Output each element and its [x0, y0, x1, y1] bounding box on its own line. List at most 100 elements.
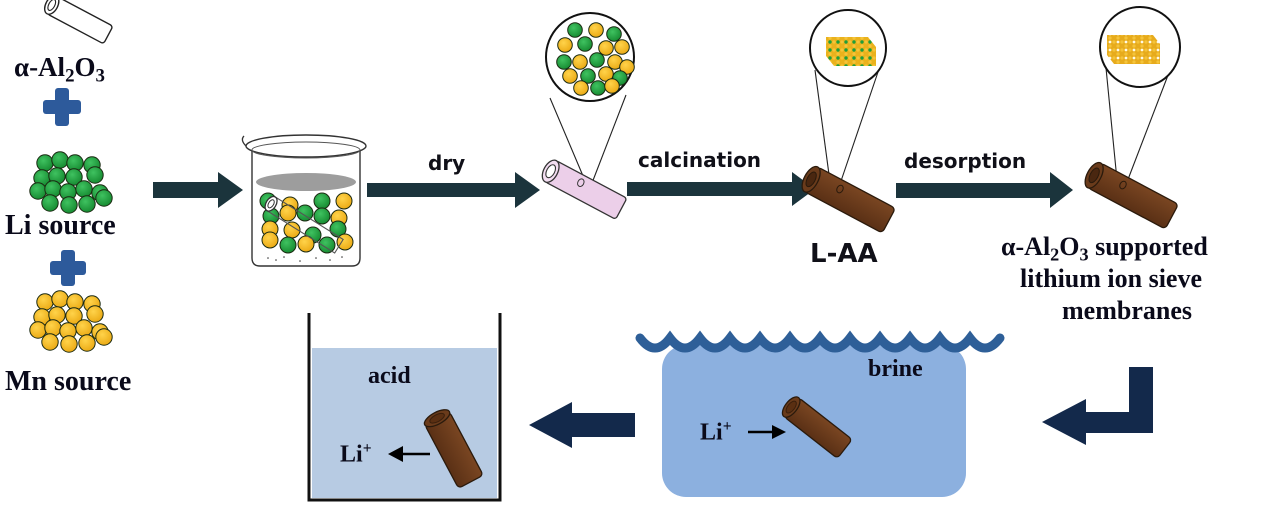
- particle: [604, 78, 620, 94]
- laa-label: L-AA: [810, 239, 878, 269]
- plus-icon: [43, 88, 81, 126]
- brine-label: brine: [868, 356, 923, 382]
- membrane-label-line1: α-Al2O3 supported: [1001, 232, 1208, 265]
- particle: [614, 39, 630, 55]
- particle: [318, 236, 336, 254]
- acid-label: acid: [368, 363, 411, 389]
- arrow-to-acid-icon: [529, 402, 635, 448]
- particle: [619, 59, 635, 75]
- li-in-arrow-icon: [748, 425, 786, 439]
- particle: [36, 154, 54, 172]
- particle: [75, 319, 93, 337]
- alumina-label-prefix: α-Al: [14, 52, 66, 82]
- alumina-label-sub1: 2: [65, 65, 75, 87]
- calcination-arrow-icon: [627, 172, 815, 206]
- particle: [598, 40, 614, 56]
- membrane-label-suffix: supported: [1088, 232, 1208, 261]
- particle: [606, 26, 622, 42]
- mn-source-particles-icon: [29, 290, 113, 353]
- submerged-tube-icon: [264, 195, 344, 254]
- step-label-calcination: calcination: [638, 148, 761, 172]
- plus-icon: [50, 250, 86, 286]
- membrane-label-mid: O: [1059, 232, 1080, 261]
- brine-tube-icon: [781, 396, 852, 458]
- mn-source-label: Mn source: [5, 366, 132, 397]
- particle: [65, 168, 83, 186]
- zoom-lines: [1105, 67, 1171, 183]
- acid-li-ion-charge: +: [362, 440, 372, 457]
- li-out-arrow-icon: [388, 446, 430, 462]
- brine-li-ion-label: Li+: [700, 418, 732, 447]
- laa-tube-icon: [801, 165, 895, 233]
- membrane-label-prefix: α-Al: [1001, 232, 1051, 261]
- alumina-label-mid: O: [74, 52, 96, 82]
- acid-li-ion-symbol: Li: [340, 441, 363, 468]
- membrane-tube-icon: [1084, 161, 1178, 229]
- particle: [95, 328, 113, 346]
- particle: [557, 37, 573, 53]
- arrow-to-beaker-icon: [153, 172, 243, 208]
- return-arrow-icon: [1042, 367, 1153, 445]
- particle: [36, 293, 54, 311]
- zoom-lines: [549, 94, 627, 184]
- particle: [297, 235, 315, 253]
- membrane-label-line3: membranes: [1062, 296, 1192, 325]
- laa-zoom-circle-icon: [809, 9, 887, 87]
- particle: [78, 195, 96, 213]
- alumina-tube-icon: [43, 0, 113, 44]
- pink-tube-icon: [541, 159, 627, 219]
- particle: [60, 335, 78, 353]
- particle: [51, 290, 69, 308]
- particle: [573, 80, 589, 96]
- particle: [313, 192, 331, 210]
- particle: [261, 231, 279, 249]
- membrane-label-line2: lithium ion sieve: [1020, 264, 1203, 293]
- particle: [336, 233, 354, 251]
- particle: [41, 194, 59, 212]
- beaker-icon: [241, 134, 367, 267]
- zoom-lines: [814, 69, 879, 185]
- particle: [29, 182, 47, 200]
- particle: [335, 192, 353, 210]
- particle: [29, 321, 47, 339]
- particle: [60, 196, 78, 214]
- membrane-label-sub1: 2: [1050, 244, 1060, 265]
- particle: [95, 189, 113, 207]
- particle: [556, 54, 572, 70]
- brine-li-ion-symbol: Li: [700, 419, 723, 446]
- step-label-dry: dry: [428, 151, 465, 175]
- li-source-label: Li source: [5, 210, 116, 241]
- particle: [577, 36, 593, 52]
- alumina-label: α-Al2O3: [14, 52, 105, 88]
- alumina-label-sub2: 3: [95, 65, 105, 87]
- particle: [590, 80, 606, 96]
- acid-li-ion-label: Li+: [340, 440, 372, 469]
- particle: [44, 180, 62, 198]
- precursor-zoom-circle-icon: [545, 12, 635, 102]
- particle: [313, 207, 331, 225]
- membrane-label-sub2: 3: [1079, 244, 1089, 265]
- membrane-zoom-circle-icon: [1099, 6, 1181, 88]
- acid-tube-icon: [423, 409, 483, 488]
- step-label-desorption: desorption: [904, 149, 1026, 173]
- particle: [580, 68, 596, 84]
- particle: [572, 54, 588, 70]
- particle: [562, 68, 578, 84]
- brine-wave-icon: [635, 330, 1005, 353]
- desorption-arrow-icon: [896, 172, 1073, 208]
- particle: [51, 151, 69, 169]
- particle: [279, 204, 297, 222]
- particle: [589, 52, 605, 68]
- particle: [567, 22, 583, 38]
- li-source-particles-icon: [29, 151, 113, 214]
- particle: [588, 22, 604, 38]
- particle: [41, 333, 59, 351]
- particle: [86, 166, 104, 184]
- particle: [75, 180, 93, 198]
- particle: [279, 236, 297, 254]
- particle: [65, 307, 83, 325]
- brine-li-ion-charge: +: [722, 418, 732, 435]
- particle: [86, 305, 104, 323]
